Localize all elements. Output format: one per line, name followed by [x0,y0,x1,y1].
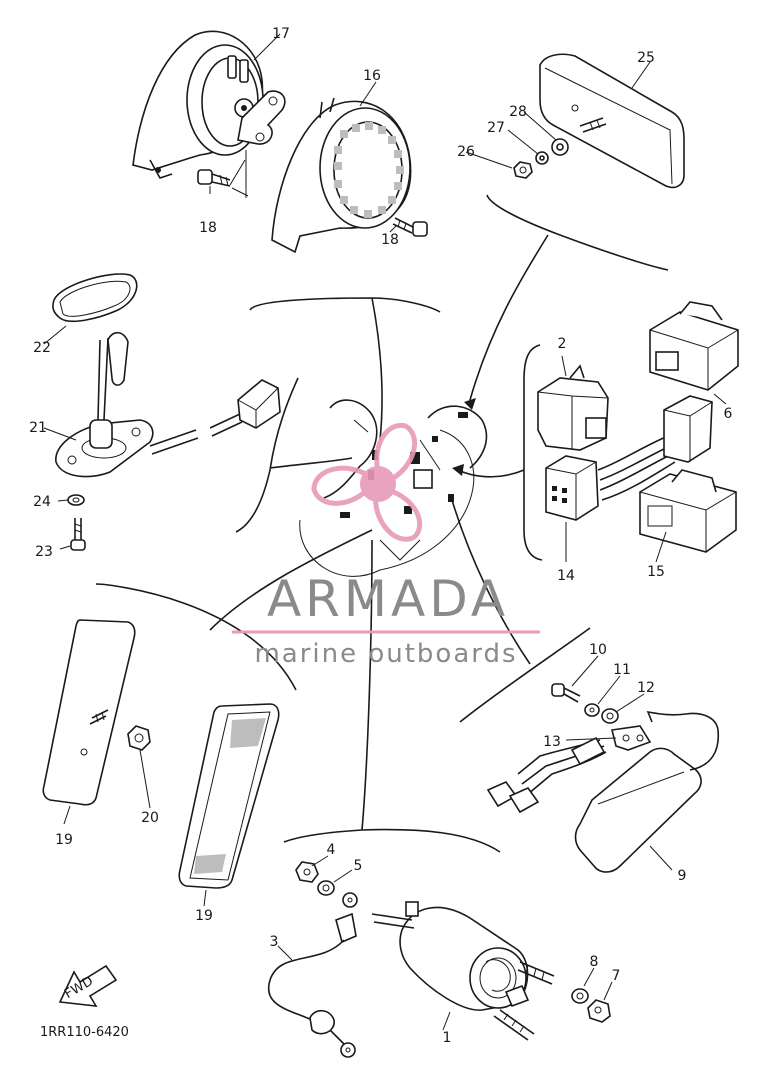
armada-logo [311,422,422,542]
nut-7 [587,999,611,1023]
part-label-10: 10 [589,642,607,658]
washer-8 [571,988,589,1004]
fuel-sender-21 [55,331,281,478]
catalog-code: 1RR110-6420 [40,1025,129,1040]
part-label-24: 24 [33,494,51,510]
horn-17 [132,30,286,179]
part-label-26: 26 [457,144,475,160]
part-label-3: 3 [270,934,279,950]
starter-relay-1 [371,901,555,1041]
coupler-14 [545,455,599,521]
part-label-19-right: 19 [195,908,213,924]
cdi-bracket [459,627,591,723]
bracket-13 [611,725,652,751]
starter-relay-2 [537,364,609,451]
bolt-18-right [392,217,428,237]
washer-24 [67,494,85,506]
rectifier-25 [539,53,685,189]
part-label-1: 1 [443,1030,452,1046]
unit-6 [649,301,739,391]
fwd-arrow-icon [58,964,118,1007]
horn-16 [271,97,412,254]
part-label-16: 16 [363,68,381,84]
part-label-27: 27 [487,120,505,136]
part-label-21: 21 [29,420,47,436]
rectifier-leader [469,194,669,401]
part-label-9: 9 [678,868,687,884]
part-label-15: 15 [647,564,665,580]
propeller-blade [311,465,374,506]
frame-sketch [299,399,488,577]
cdi-unit-9 [486,710,720,873]
hardware-26-28 [513,138,569,179]
part-label-23: 23 [35,544,53,560]
wire-harness-coupler [597,395,713,501]
propeller-logo-icon [311,422,422,542]
part-label-8: 8 [590,954,599,970]
part-label-14: 14 [557,568,575,584]
washer-11 [584,703,600,717]
part-label-11: 11 [613,662,631,678]
part-label-6: 6 [724,406,733,422]
lower-leaders [283,499,531,853]
lead-wire-3 [267,892,358,1058]
reflector-19-right [178,703,280,889]
washer-12 [601,708,619,724]
part-label-25: 25 [637,50,655,66]
watermark-tagline: marine outboards [254,639,517,669]
gasket-22 [52,273,138,323]
part-label-5: 5 [354,858,363,874]
part-label-18-left: 18 [199,220,217,236]
part-label-12: 12 [637,680,655,696]
watermark-brand: ARMADA [267,570,509,628]
part-label-19-left: 19 [55,832,73,848]
part-label-20: 20 [141,810,159,826]
reflector-19-left [42,619,136,806]
part-label-18-right: 18 [381,232,399,248]
screw-10 [551,683,581,703]
propeller-blade [372,486,422,542]
part-label-7: 7 [612,968,621,984]
screw-23 [70,518,86,551]
part-label-17: 17 [272,26,290,42]
horns-leader [249,297,441,441]
reflector-bracket [95,529,373,691]
relay-bracket [457,344,543,561]
part-label-4: 4 [327,842,336,858]
nut-20 [127,725,151,751]
part-label-2: 2 [558,336,567,352]
sender-bracket [235,377,353,533]
washer-5 [317,880,335,896]
part-label-13: 13 [543,734,561,750]
leader-lines [43,33,727,1031]
unit-15 [639,469,737,553]
bolt-18-left [197,150,249,198]
nut-4 [295,861,319,883]
part-label-22: 22 [33,340,51,356]
propeller-blade [374,422,418,483]
propeller-hub [360,466,396,502]
part-label-28: 28 [509,104,527,120]
